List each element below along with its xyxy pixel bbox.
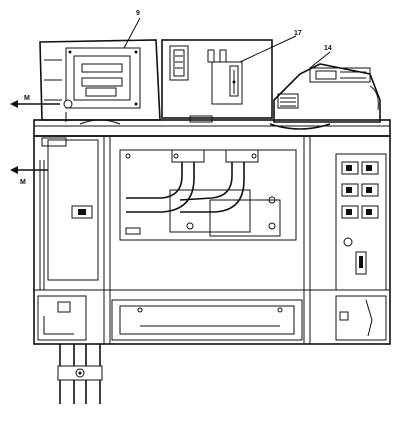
control-panel-left bbox=[39, 39, 161, 122]
engine-compartment bbox=[119, 149, 297, 241]
m-arrow-top bbox=[10, 100, 60, 108]
callout-m-middle: M bbox=[20, 179, 26, 186]
callout-9: 9 bbox=[136, 10, 140, 17]
main-frame bbox=[33, 135, 391, 345]
callout-17: 17 bbox=[294, 30, 302, 37]
right-module bbox=[335, 153, 387, 291]
leader-lines bbox=[123, 17, 331, 69]
callout-14: 14 bbox=[324, 45, 332, 52]
m-arrow-middle bbox=[10, 166, 48, 174]
callout-m-top: M bbox=[24, 95, 30, 102]
control-panel-middle bbox=[161, 39, 273, 119]
left-door bbox=[39, 137, 99, 290]
control-panel-right bbox=[273, 63, 381, 123]
top-deck bbox=[33, 115, 391, 137]
base-legs bbox=[57, 344, 103, 404]
lower-bay bbox=[37, 295, 387, 341]
